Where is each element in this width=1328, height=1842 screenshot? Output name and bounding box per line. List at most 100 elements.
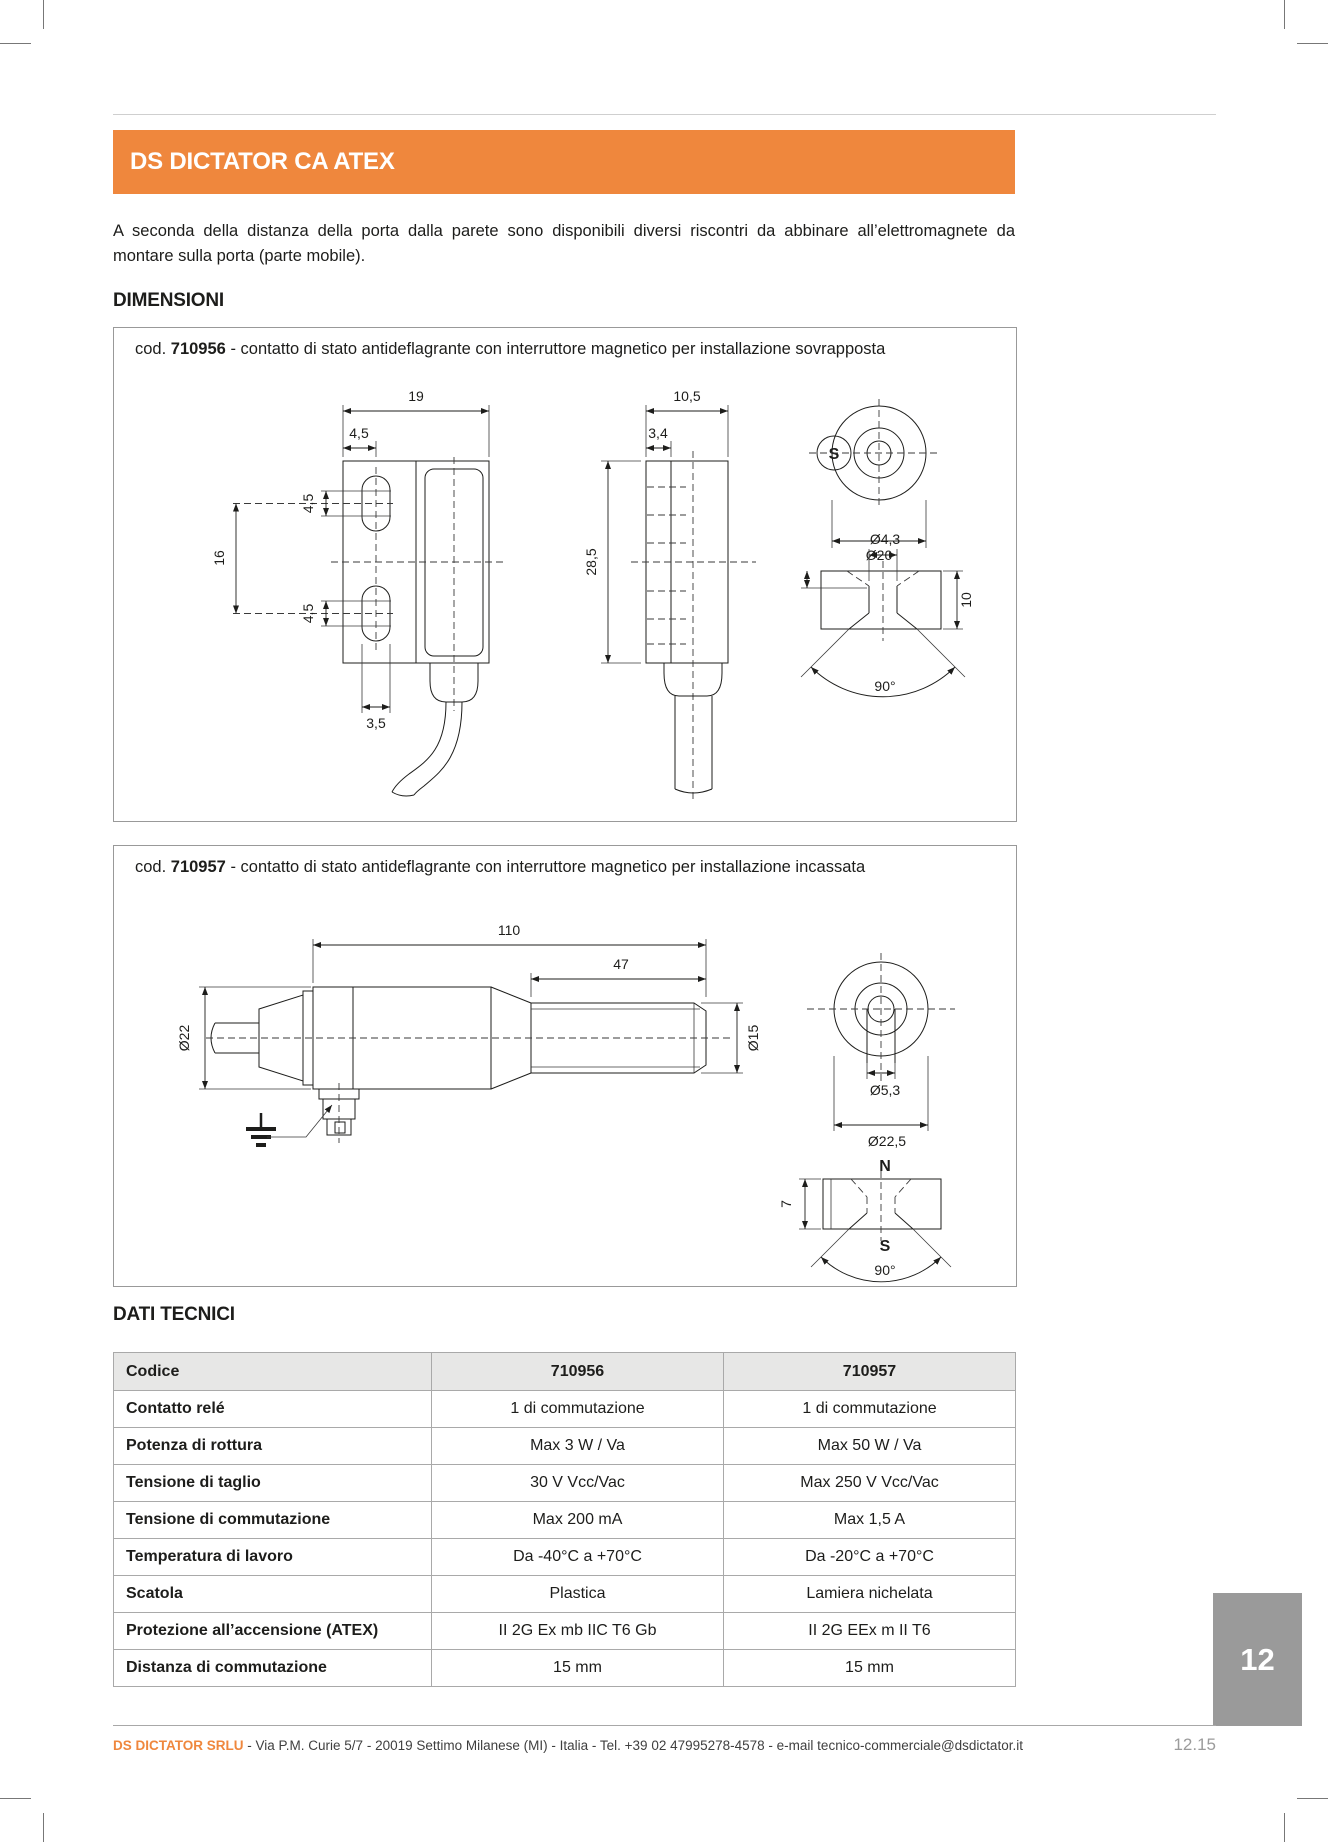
cod-prefix: cod.	[135, 340, 167, 358]
crop-mark	[0, 43, 31, 44]
crop-mark	[1284, 0, 1285, 29]
product-description: - contatto di stato antideflagrante con …	[230, 858, 866, 876]
table-row: Protezione all’accensione (ATEX) II 2G E…	[113, 1612, 1016, 1650]
dim-label-magnet-diameter: Ø22,5	[868, 1133, 906, 1149]
dim-label-angle: 90°	[874, 678, 895, 694]
product-banner: DS DICTATOR CA ATEX	[113, 130, 1015, 194]
row-value-710956: 15 mm	[431, 1649, 724, 1687]
pole-label-s: S	[880, 1238, 891, 1255]
row-value-710957: Max 250 V Vcc/Vac	[723, 1464, 1016, 1502]
dim-label-slot-height-top: 4,5	[300, 494, 316, 514]
dim-label-magnet-hole: Ø5,3	[870, 1082, 901, 1098]
dim-label-slot-height-bottom: 4,5	[300, 604, 316, 624]
table-row: Potenza di rottura Max 3 W / Va Max 50 W…	[113, 1427, 1016, 1465]
dim-label-thread-length: 47	[613, 956, 629, 972]
front-view: 19 4,5 16 4,5 4,5 3,5	[211, 388, 503, 797]
ground-leader	[267, 1104, 333, 1138]
dim-label-width: 19	[408, 388, 424, 404]
section-heading-dimensioni: DIMENSIONI	[113, 290, 224, 311]
row-value-710957: Lamiera nichelata	[723, 1575, 1016, 1613]
table-row: Distanza di commutazione 15 mm 15 mm	[113, 1649, 1016, 1687]
row-value-710956: Plastica	[431, 1575, 724, 1613]
pole-label-n: N	[879, 1158, 891, 1175]
table-row: Contatto relé 1 di commutazione 1 di com…	[113, 1390, 1016, 1428]
row-value-710957: Da -20°C a +70°C	[723, 1538, 1016, 1576]
dim-label-pitch: 16	[211, 550, 227, 566]
dim-label-hole-offset: 4,5	[349, 425, 369, 441]
crop-mark	[1284, 1813, 1285, 1842]
table-row: Scatola Plastica Lamiera nichelata	[113, 1575, 1016, 1613]
dim-label-angle: 90°	[874, 1262, 895, 1278]
table-row: Tensione di taglio 30 V Vcc/Vac Max 250 …	[113, 1464, 1016, 1502]
product-code: 710957	[170, 858, 226, 876]
sensor-side-view: 110 47 Ø22 Ø15	[176, 922, 761, 1147]
section-heading-dati-tecnici: DATI TECNICI	[113, 1304, 235, 1325]
dim-label-strip: 3,4	[648, 425, 668, 441]
dim-label-magnet-height: 10	[958, 592, 974, 608]
row-value-710956: II 2G Ex mb IIC T6 Gb	[431, 1612, 724, 1650]
row-label: Temperatura di lavoro	[113, 1538, 432, 1576]
magnet-top-view: Ø5,3 Ø22,5	[807, 953, 955, 1149]
chapter-tab: 12	[1213, 1593, 1302, 1726]
magnet-section-view: Ø4,3 10 90°	[800, 531, 974, 698]
technical-drawing-710957: 110 47 Ø22 Ø15	[176, 922, 955, 1283]
crop-mark	[43, 1813, 44, 1842]
crop-mark	[1297, 43, 1328, 44]
dim-label-body-diameter: Ø22	[176, 1025, 192, 1052]
row-label: Protezione all’accensione (ATEX)	[113, 1612, 432, 1650]
footer-rule	[113, 1725, 1216, 1726]
row-value-710956: Max 200 mA	[431, 1501, 724, 1539]
row-value-710957: Max 1,5 A	[723, 1501, 1016, 1539]
row-value-710957: 15 mm	[723, 1649, 1016, 1687]
company-name: DS DICTATOR SRLU	[113, 1738, 244, 1753]
drawing-caption-710956: cod. 710956 - contatto di stato antidefl…	[135, 340, 885, 359]
col-header-710957: 710957	[723, 1352, 1016, 1391]
dim-label-magnet-hole: Ø4,3	[870, 531, 901, 547]
footer: DS DICTATOR SRLU - Via P.M. Curie 5/7 - …	[113, 1735, 1216, 1755]
dim-label-slot-width: 3,5	[366, 715, 386, 731]
row-value-710957: II 2G EEx m II T6	[723, 1612, 1016, 1650]
product-description: - contatto di stato antideflagrante con …	[230, 340, 886, 358]
dim-label-thread-diameter: Ø15	[745, 1025, 761, 1052]
dim-label-length: 110	[498, 922, 521, 938]
dim-label-side-height: 28,5	[583, 548, 599, 575]
pole-label-s: S	[829, 446, 840, 463]
row-value-710956: 1 di commutazione	[431, 1390, 724, 1428]
row-value-710956: Max 3 W / Va	[431, 1427, 724, 1465]
row-label: Tensione di taglio	[113, 1464, 432, 1502]
page-number: 12.15	[1173, 1735, 1216, 1754]
technical-drawing-710956: 19 4,5 16 4,5 4,5 3,5	[211, 388, 974, 801]
row-value-710957: Max 50 W / Va	[723, 1427, 1016, 1465]
intro-paragraph: A seconda della distanza della porta dal…	[113, 219, 1015, 269]
row-value-710956: Da -40°C a +70°C	[431, 1538, 724, 1576]
row-label: Distanza di commutazione	[113, 1649, 432, 1687]
intro-line-1: A seconda della distanza della porta dal…	[113, 222, 1015, 240]
drawing-caption-710957: cod. 710957 - contatto di stato antidefl…	[135, 858, 865, 877]
magnet-top-view: S Ø20	[809, 399, 941, 563]
technical-data-table: Codice 710956 710957 Contatto relé 1 di …	[113, 1352, 1016, 1687]
crop-mark	[0, 1798, 31, 1799]
row-value-710956: 30 V Vcc/Vac	[431, 1464, 724, 1502]
col-header-codice: Codice	[113, 1352, 432, 1391]
company-details: - Via P.M. Curie 5/7 - 20019 Settimo Mil…	[247, 1738, 1023, 1753]
top-rule	[113, 114, 1216, 115]
row-label: Tensione di commutazione	[113, 1501, 432, 1539]
row-label: Scatola	[113, 1575, 432, 1613]
table-header-row: Codice 710956 710957	[113, 1352, 1016, 1391]
row-label: Potenza di rottura	[113, 1427, 432, 1465]
dim-label-magnet-height: 7	[778, 1200, 794, 1208]
product-code: 710956	[170, 340, 226, 358]
crop-mark	[1297, 1798, 1328, 1799]
drawing-box-710956: cod. 710956 - contatto di stato antidefl…	[113, 327, 1017, 822]
page-title: DS DICTATOR CA ATEX	[130, 148, 395, 175]
table-row: Temperatura di lavoro Da -40°C a +70°C D…	[113, 1538, 1016, 1576]
side-view: 10,5 3,4 28,5	[583, 388, 756, 801]
row-label: Contatto relé	[113, 1390, 432, 1428]
magnet-section-view: N 7 S 90°	[778, 1158, 952, 1283]
dim-label-side-width: 10,5	[673, 388, 700, 404]
col-header-710956: 710956	[431, 1352, 724, 1391]
crop-mark	[43, 0, 44, 29]
intro-line-2: montare sulla porta (parte mobile).	[113, 247, 366, 265]
footer-address: DS DICTATOR SRLU - Via P.M. Curie 5/7 - …	[113, 1738, 1023, 1753]
